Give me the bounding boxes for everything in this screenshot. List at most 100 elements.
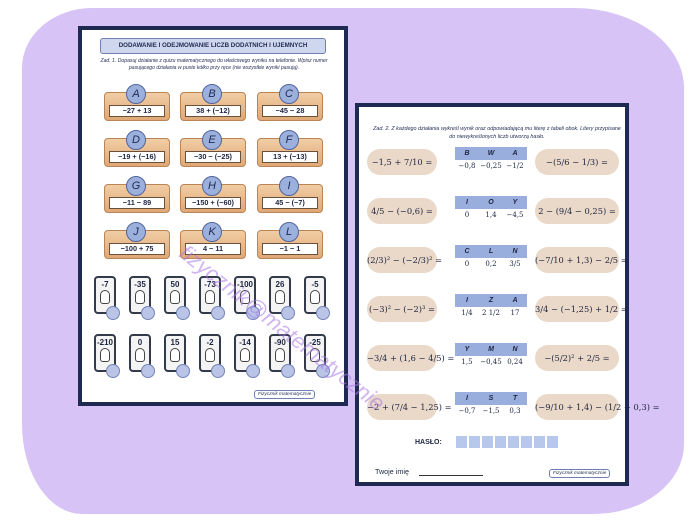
letter-cell[interactable]: Y [503, 196, 527, 209]
value-cell[interactable]: 1,4 [479, 209, 503, 222]
card-expression: 45 − (−7) [262, 197, 318, 209]
card-letter: D [126, 130, 146, 150]
phone-number: -2 [206, 338, 214, 347]
answer-circle[interactable] [281, 306, 295, 320]
task-1-instructions: Zad. 1. Dopasuj działanie z quizu matema… [100, 58, 328, 71]
expression-right: (−9/10 + 1,4) − (1/2 − 0,3) = [535, 394, 660, 420]
answer-circle[interactable] [211, 306, 225, 320]
card-letter: J [126, 222, 146, 242]
password-box[interactable] [494, 435, 507, 449]
value-cell[interactable]: 3/5 [503, 258, 527, 271]
letter-cell[interactable]: S [479, 392, 503, 405]
password-box[interactable] [468, 435, 481, 449]
answer-circle[interactable] [316, 364, 330, 378]
letter-cell[interactable]: O [479, 196, 503, 209]
card-expression: 4 − 11 [185, 243, 241, 255]
value-cell[interactable]: 1/4 [455, 307, 479, 320]
hand-icon [100, 348, 110, 362]
phone-answer: -5 [304, 276, 330, 320]
phone-number: -25 [309, 338, 321, 347]
password-box[interactable] [455, 435, 468, 449]
answer-circle[interactable] [281, 364, 295, 378]
quiz-card: J−100 + 75 [104, 222, 170, 259]
value-cell[interactable]: −1,5 [479, 405, 503, 418]
value-cell[interactable]: 2 1/2 [479, 307, 503, 320]
hand-icon [240, 348, 250, 362]
letter-cell[interactable]: C [455, 245, 479, 258]
value-cell[interactable]: 0,2 [479, 258, 503, 271]
letter-cell[interactable]: W [479, 147, 503, 160]
phone-number: 0 [137, 338, 143, 347]
letter-cell[interactable]: A [503, 147, 527, 160]
password-label: HASŁO: [415, 439, 442, 446]
value-cell[interactable]: −0,7 [455, 405, 479, 418]
expression-left: (−3)² − (−2)³ = [367, 296, 437, 322]
hand-icon [310, 290, 320, 304]
password-box[interactable] [481, 435, 494, 449]
card-expression: −19 + (−16) [109, 151, 165, 163]
value-cell[interactable]: −4,5 [503, 209, 527, 222]
phone-answer: -100 [234, 276, 260, 320]
answer-circle[interactable] [141, 306, 155, 320]
quiz-card: E−30 − (−25) [180, 130, 246, 167]
card-expression: 38 + (−12) [185, 105, 241, 117]
value-cell[interactable]: 1,5 [455, 356, 479, 369]
answer-circle[interactable] [176, 364, 190, 378]
hand-icon [135, 290, 145, 304]
expression-right: −(5/2)² + 2/5 = [535, 345, 619, 371]
answer-circle[interactable] [141, 364, 155, 378]
value-cell[interactable]: 17 [503, 307, 527, 320]
letter-cell[interactable]: I [455, 196, 479, 209]
letter-cell[interactable]: M [479, 343, 503, 356]
answer-circle[interactable] [106, 306, 120, 320]
value-cell[interactable]: −1/2 [503, 160, 527, 173]
phone-number: 50 [170, 280, 180, 289]
hand-icon [135, 348, 145, 362]
phone-number: 15 [170, 338, 180, 347]
phone-answer: -25 [304, 334, 330, 378]
answer-circle[interactable] [176, 306, 190, 320]
card-letter: K [202, 222, 222, 242]
answer-circle[interactable] [316, 306, 330, 320]
letter-cell[interactable]: Z [479, 294, 503, 307]
letter-cell[interactable]: T [503, 392, 527, 405]
value-cell[interactable]: 0,24 [503, 356, 527, 369]
value-cell[interactable]: 0,3 [503, 405, 527, 418]
phone-answer: -14 [234, 334, 260, 378]
letter-cell[interactable]: B [455, 147, 479, 160]
value-cell[interactable]: 0 [455, 258, 479, 271]
letter-cell[interactable]: Y [455, 343, 479, 356]
value-cell[interactable]: 0 [455, 209, 479, 222]
letter-cell[interactable]: N [503, 245, 527, 258]
phone-answer: -210 [94, 334, 120, 378]
password-box[interactable] [533, 435, 546, 449]
name-line[interactable] [419, 475, 483, 476]
letter-cell[interactable]: I [455, 392, 479, 405]
letter-cell[interactable]: A [503, 294, 527, 307]
answer-circle[interactable] [246, 364, 260, 378]
quiz-card: C−45 − 28 [257, 84, 323, 121]
answer-circle[interactable] [211, 364, 225, 378]
letter-cell[interactable]: N [503, 343, 527, 356]
password-box[interactable] [546, 435, 559, 449]
password-box[interactable] [507, 435, 520, 449]
value-cell[interactable]: −0,45 [479, 356, 503, 369]
password-box[interactable] [520, 435, 533, 449]
hand-icon [170, 290, 180, 304]
value-cell[interactable]: −0,25 [479, 160, 503, 173]
answer-circle[interactable] [246, 306, 260, 320]
card-letter: C [279, 84, 299, 104]
worksheet-2-footer: Fizycznik matematycznie [549, 469, 611, 478]
hand-icon [205, 290, 215, 304]
quiz-card: A−27 + 13 [104, 84, 170, 121]
letter-cell[interactable]: L [479, 245, 503, 258]
value-cell[interactable]: −0,8 [455, 160, 479, 173]
letter-cell[interactable]: I [455, 294, 479, 307]
answer-circle[interactable] [106, 364, 120, 378]
